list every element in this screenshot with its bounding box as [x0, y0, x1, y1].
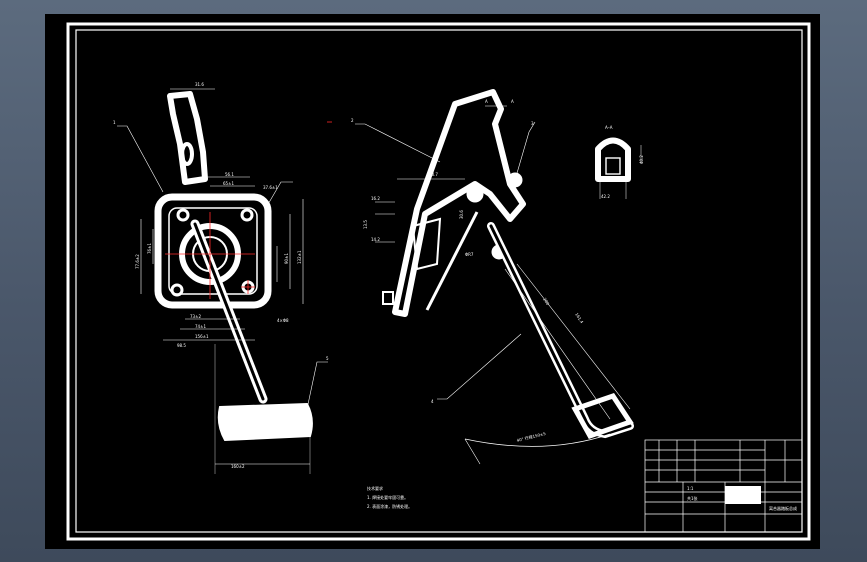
drawing-scale: 1:1 — [687, 486, 694, 491]
dimension-text: 90±1 — [284, 253, 289, 264]
dimension-text: 40.2 — [639, 155, 644, 164]
section-title: A–A — [605, 125, 613, 130]
section-marker-left: A — [485, 99, 488, 104]
dimension-text: 160±2 — [231, 464, 245, 469]
dimension-text: 74±1 — [195, 324, 206, 329]
dimension-text: 156±1 — [195, 334, 209, 339]
dimension-text: 42.2 — [601, 194, 610, 199]
dimension-text: 65±1 — [223, 181, 234, 186]
dimension-text: 31.6 — [195, 82, 204, 87]
notes-title: 技术要求 — [367, 485, 383, 491]
dimension-text: 48.7 — [429, 172, 438, 177]
title-block-texts: 离合器踏板总成 1:1 共1张 — [687, 486, 797, 511]
title-block — [644, 439, 803, 533]
section-marker-right: A — [511, 99, 514, 104]
drawing-viewport[interactable]: 1 2 3 4 5 A–A A A 31.6 37.6±1 56.1 65±1 … — [45, 14, 820, 549]
part-label-1: 1 — [113, 120, 116, 125]
notes-line-1: 1. 焊接处要牢固可靠。 — [367, 494, 408, 500]
dimension-text: 132±1 — [297, 250, 302, 264]
technical-notes: 技术要求 1. 焊接处要牢固可靠。 2. 表面涂漆，防锈处理。 — [367, 485, 412, 509]
part-labels: 1 2 3 4 5 — [113, 118, 534, 404]
side-view — [355, 89, 634, 465]
dimension-text: 76±1 — [147, 243, 152, 254]
dimension-text: 98.5 — [177, 343, 186, 348]
front-view — [117, 88, 328, 474]
section-labels: A–A A A — [485, 99, 613, 130]
dimension-text: 30.6 — [459, 210, 464, 219]
drawing-name: 离合器踏板总成 — [769, 505, 797, 511]
outer-frame — [66, 22, 811, 541]
dimension-text: 200 — [542, 297, 551, 307]
section-view — [595, 137, 642, 199]
dimension-text: 13.5 — [363, 220, 368, 229]
part-label-4: 4 — [431, 399, 434, 404]
part-label-3: 3 — [531, 121, 534, 126]
drawing-sheet: 共1张 — [687, 495, 698, 501]
dimension-text: ΦR7 — [465, 252, 474, 257]
dimension-text: 73±2 — [190, 314, 201, 319]
part-label-5: 5 — [326, 356, 329, 361]
dimension-text: 77.6±2 — [135, 254, 140, 269]
dimension-texts: 31.6 37.6±1 56.1 65±1 73±2 74±1 77.6±2 7… — [135, 82, 644, 469]
dimension-text: 16.2 — [371, 196, 380, 201]
angle-dimension-text: 40° 行程150±5 — [516, 430, 547, 443]
dimension-text: 37.6±1 — [263, 185, 278, 190]
part-label-2: 2 — [351, 118, 354, 123]
cad-drawing: 1 2 3 4 5 A–A A A 31.6 37.6±1 56.1 65±1 … — [66, 22, 811, 541]
dimension-text: 4×Φ8 — [277, 318, 289, 323]
dimension-text: 161.4 — [574, 312, 585, 325]
inner-frame — [75, 29, 803, 533]
dimension-text: 56.1 — [225, 172, 234, 177]
notes-line-2: 2. 表面涂漆，防锈处理。 — [367, 503, 412, 509]
center-marks — [165, 121, 332, 299]
dimension-text: 14.2 — [371, 237, 380, 242]
